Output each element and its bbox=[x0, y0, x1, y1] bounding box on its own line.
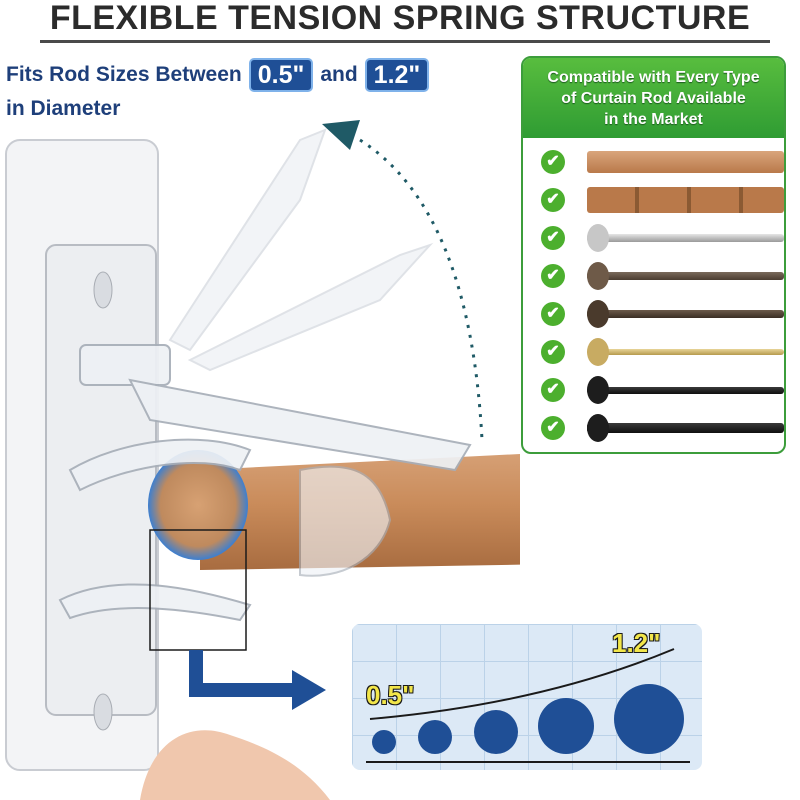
screw-hole-top bbox=[93, 271, 113, 309]
rod-sample bbox=[587, 310, 784, 318]
rod-sample bbox=[587, 423, 784, 433]
check-icon: ✔ bbox=[541, 378, 565, 402]
rod-item: ✔ bbox=[523, 408, 784, 448]
check-icon: ✔ bbox=[541, 226, 565, 250]
page-title: FLEXIBLE TENSION SPRING STRUCTURE bbox=[49, 0, 751, 37]
rod-sample bbox=[587, 386, 784, 394]
check-icon: ✔ bbox=[541, 150, 565, 174]
size-circle bbox=[418, 720, 452, 754]
rotation-arc bbox=[359, 138, 484, 441]
check-icon: ✔ bbox=[541, 340, 565, 364]
size-circle bbox=[372, 730, 396, 754]
size-circle bbox=[538, 698, 594, 754]
rod-sample bbox=[587, 272, 784, 280]
graph-curve-layer bbox=[366, 648, 690, 763]
rod-item: ✔ bbox=[523, 256, 784, 296]
check-icon: ✔ bbox=[541, 264, 565, 288]
zoom-arrow bbox=[189, 650, 296, 697]
small-size-label: 0.5" bbox=[366, 680, 415, 710]
check-icon: ✔ bbox=[541, 302, 565, 326]
rod-finial bbox=[587, 300, 609, 328]
check-icon: ✔ bbox=[541, 416, 565, 440]
rod-sample bbox=[587, 349, 784, 355]
arc-arrowhead bbox=[322, 120, 360, 150]
diameter-size-graph: 0.5" 1.2" bbox=[352, 624, 702, 770]
rod-finial bbox=[587, 376, 609, 404]
compatibility-heading: Compatible with Every Type of Curtain Ro… bbox=[523, 58, 784, 138]
rod-sample bbox=[587, 187, 784, 213]
hand bbox=[140, 730, 330, 800]
rod-item: ✔ bbox=[523, 142, 784, 182]
title-divider bbox=[40, 40, 770, 43]
rod-finial bbox=[587, 262, 609, 290]
screw-hole-bottom bbox=[93, 693, 113, 731]
min-size-badge: 0.5" bbox=[248, 58, 314, 92]
zoom-arrowhead bbox=[292, 670, 326, 710]
check-icon: ✔ bbox=[541, 188, 565, 212]
max-size-badge: 1.2" bbox=[364, 58, 430, 92]
bracket-ghost bbox=[168, 128, 434, 372]
fits-line2: in Diameter bbox=[6, 97, 121, 120]
rod-item: ✔ bbox=[523, 294, 784, 334]
rod-item: ✔ bbox=[523, 370, 784, 410]
rod-item: ✔ bbox=[523, 218, 784, 258]
rod-finial bbox=[587, 338, 609, 366]
size-circle bbox=[474, 710, 518, 754]
rod-sample bbox=[587, 234, 784, 242]
fits-prefix: Fits Rod Sizes Between bbox=[6, 63, 242, 86]
rod-finial bbox=[587, 414, 609, 442]
rod-sample bbox=[587, 151, 784, 173]
fits-rod-sizes-text: Fits Rod Sizes Between 0.5" and 1.2" in … bbox=[6, 58, 436, 126]
fits-connector: and bbox=[320, 63, 358, 86]
large-size-label: 1.2" bbox=[612, 628, 661, 658]
rod-end bbox=[148, 450, 248, 560]
bracket-illustration bbox=[5, 120, 520, 800]
compatibility-panel: Compatible with Every Type of Curtain Ro… bbox=[521, 56, 786, 454]
bracket bbox=[58, 344, 472, 622]
rod-finial bbox=[587, 224, 609, 252]
rod-item: ✔ bbox=[523, 332, 784, 372]
rod-item: ✔ bbox=[523, 180, 784, 220]
growth-curve bbox=[369, 648, 675, 720]
size-circle bbox=[614, 684, 684, 754]
